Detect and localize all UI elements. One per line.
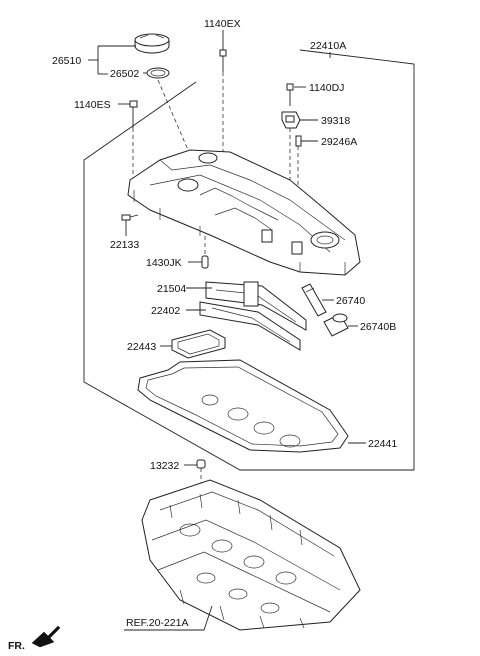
tube-26740-part: [301, 283, 327, 317]
label-ref-20-221a: REF.20-221A: [126, 617, 188, 629]
bolt-1140ex-part: [219, 49, 227, 160]
label-1430jk: 1430JK: [146, 257, 182, 269]
baffle-21504-part: [205, 281, 307, 331]
label-13232: 13232: [150, 460, 179, 472]
plug-13232-part: [196, 459, 206, 490]
gasket-22443-part: [171, 329, 226, 359]
label-22133: 22133: [110, 239, 139, 251]
cap-gasket-part: [146, 67, 170, 79]
seal-26740b-part: [323, 313, 349, 337]
bolt-1140es-part: [129, 100, 138, 180]
cover-gasket-22441-part: [137, 359, 349, 453]
label-26502: 26502: [110, 68, 139, 80]
bolt-1140dj-part: [286, 83, 294, 106]
label-1140dj: 1140DJ: [309, 82, 344, 94]
label-26740b: 26740B: [360, 321, 396, 333]
label-26740: 26740: [336, 295, 365, 307]
assembly-boundary: [83, 49, 415, 471]
label-22441: 22441: [368, 438, 397, 450]
label-29246a: 29246A: [321, 136, 357, 148]
fitting-22133-part: [121, 214, 139, 221]
valve-cover-part: [127, 149, 361, 276]
cylinder-head-part: [141, 479, 361, 631]
leader-lines: [88, 30, 366, 631]
front-arrow-icon: [31, 625, 61, 648]
label-39318: 39318: [321, 115, 350, 127]
label-21504: 21504: [157, 283, 186, 295]
label-fr: FR.: [8, 640, 25, 652]
label-26510: 26510: [52, 55, 81, 67]
label-1140es: 1140ES: [74, 99, 111, 111]
plug-1430jk-part: [201, 236, 209, 269]
sensor-39318-part: [281, 111, 301, 129]
label-22410a: 22410A: [310, 40, 346, 52]
label-22402: 22402: [151, 305, 180, 317]
baffle-22402-part: [199, 301, 301, 351]
oil-filler-cap-part: [134, 33, 170, 54]
label-22443: 22443: [127, 341, 156, 353]
label-1140ex: 1140EX: [204, 18, 241, 30]
